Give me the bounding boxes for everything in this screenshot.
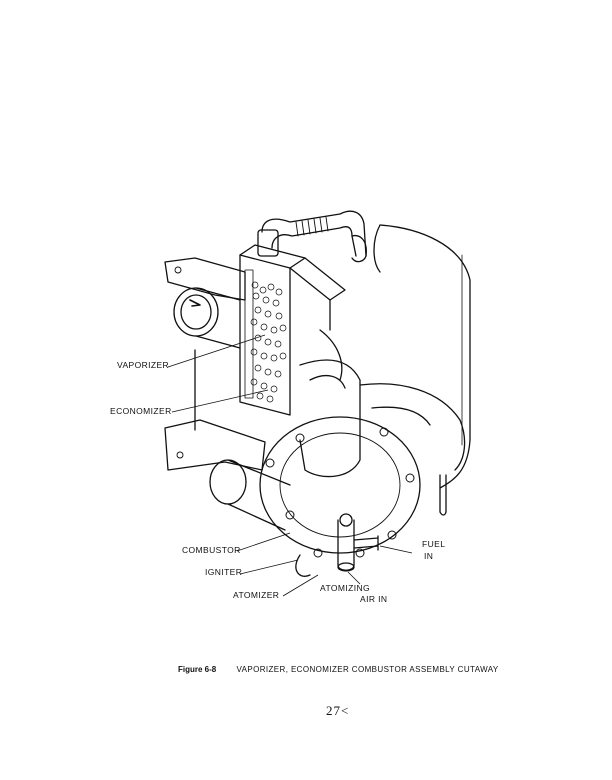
bellows: [295, 216, 329, 237]
fuel-in-label-1: FUEL: [422, 539, 446, 549]
economizer-packing: [250, 281, 287, 403]
figure-title: VAPORIZER, ECONOMIZER COMBUSTOR ASSEMBLY…: [236, 665, 499, 674]
vaporizer-label: VAPORIZER: [117, 360, 170, 370]
figure-number: Figure 6-8: [178, 665, 217, 674]
atomizing-air-label-2: AIR IN: [360, 594, 388, 604]
page-number: 27<: [326, 703, 350, 718]
figure-caption: Figure 6-8 VAPORIZER, ECONOMIZER COMBUST…: [178, 665, 499, 674]
fuel-in-label-2: IN: [424, 551, 434, 561]
atomizer-body: [337, 519, 355, 571]
combustor-label: COMBUSTOR: [182, 545, 241, 555]
atomizer-label: ATOMIZER: [233, 590, 280, 600]
inlet-pipe: [209, 459, 247, 505]
combustor-dome: [299, 359, 361, 478]
upper-bracket: [164, 257, 246, 301]
flange-bolts: [265, 427, 415, 558]
outer-shell: [379, 224, 471, 489]
economizer-label: ECONOMIZER: [110, 406, 172, 416]
lower-bracket: [164, 419, 266, 471]
top-pipe: [261, 210, 367, 257]
igniter-label: IGNITER: [205, 567, 243, 577]
combustor-flange: [259, 416, 421, 554]
atomizing-air-label-1: ATOMIZING: [320, 583, 371, 593]
heat-exchanger-box: [239, 254, 291, 416]
